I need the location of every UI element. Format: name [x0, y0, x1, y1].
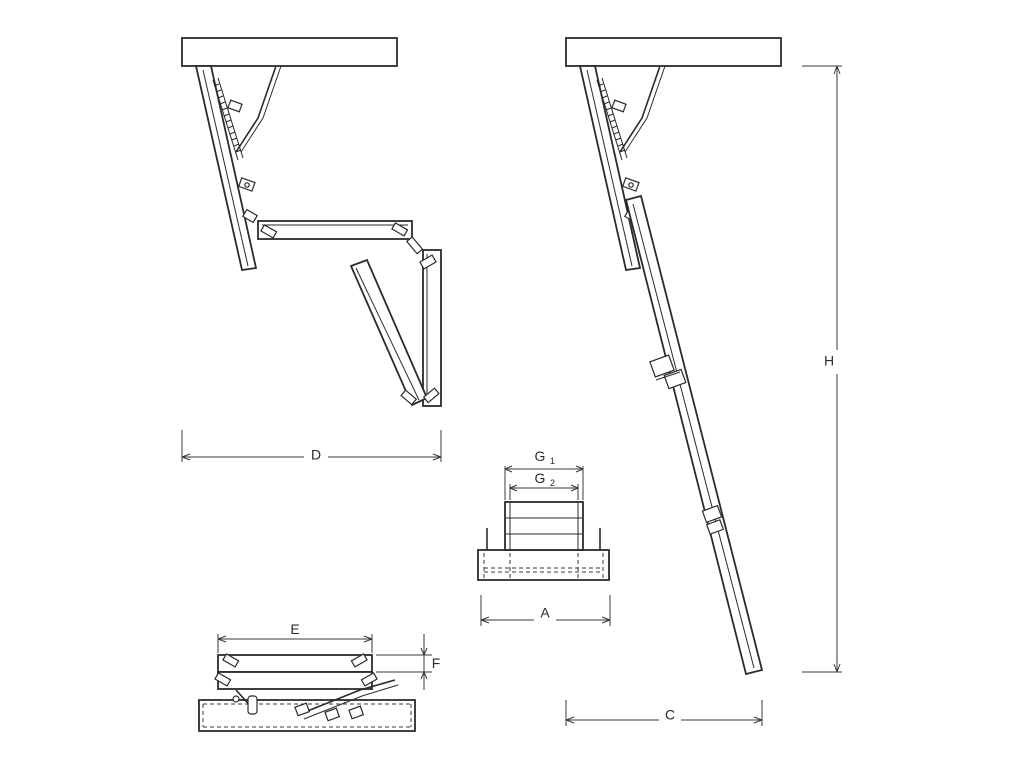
dimension-h: H — [802, 65, 842, 673]
ladder-vertical-section-left — [422, 249, 442, 407]
ceiling-frame-right — [565, 37, 782, 67]
dimension-label-c: C — [665, 707, 675, 723]
dimension-label-a: A — [540, 605, 550, 621]
dimension-a: A — [480, 595, 611, 626]
spring-left — [212, 77, 244, 161]
joint-hinge-1 — [649, 354, 687, 390]
dimension-label-e: E — [290, 621, 299, 637]
arm-linkage-left — [235, 65, 277, 153]
dimension-label-g2-subscript: 2 — [550, 478, 555, 488]
spring-right — [596, 77, 628, 161]
dimension-label-g1: G — [535, 448, 546, 464]
dimension-d: D — [181, 430, 442, 464]
dimension-e: E — [217, 621, 373, 653]
dimension-label-f: F — [432, 655, 441, 671]
ceiling-frame-left — [181, 37, 398, 67]
ladder-middle-section-left — [257, 220, 413, 240]
dimension-c: C — [565, 700, 763, 726]
front-view — [477, 501, 610, 581]
arm-linkage-right — [619, 65, 661, 153]
dimension-f: F — [376, 634, 440, 690]
dimension-label-g2: G — [535, 470, 546, 486]
extended-ladder-view — [565, 37, 782, 676]
joint-hinge-2 — [701, 504, 725, 535]
dimension-label-d: D — [311, 447, 321, 463]
dimension-label-h: H — [824, 353, 834, 369]
ladder-long-section-right — [624, 194, 764, 676]
folded-linkage-arm — [299, 679, 396, 715]
frame-box-front — [477, 549, 610, 581]
folded-section-upper — [217, 654, 373, 673]
folded-ladder-view — [181, 37, 442, 407]
dimension-g2: G 2 — [509, 470, 579, 500]
dimension-g1: G 1 — [504, 448, 584, 500]
dimension-label-g1-subscript: 1 — [550, 456, 555, 466]
folded-section-lower — [217, 671, 373, 690]
ladder-steps-front — [504, 501, 584, 551]
closed-ladder-view — [198, 653, 416, 732]
